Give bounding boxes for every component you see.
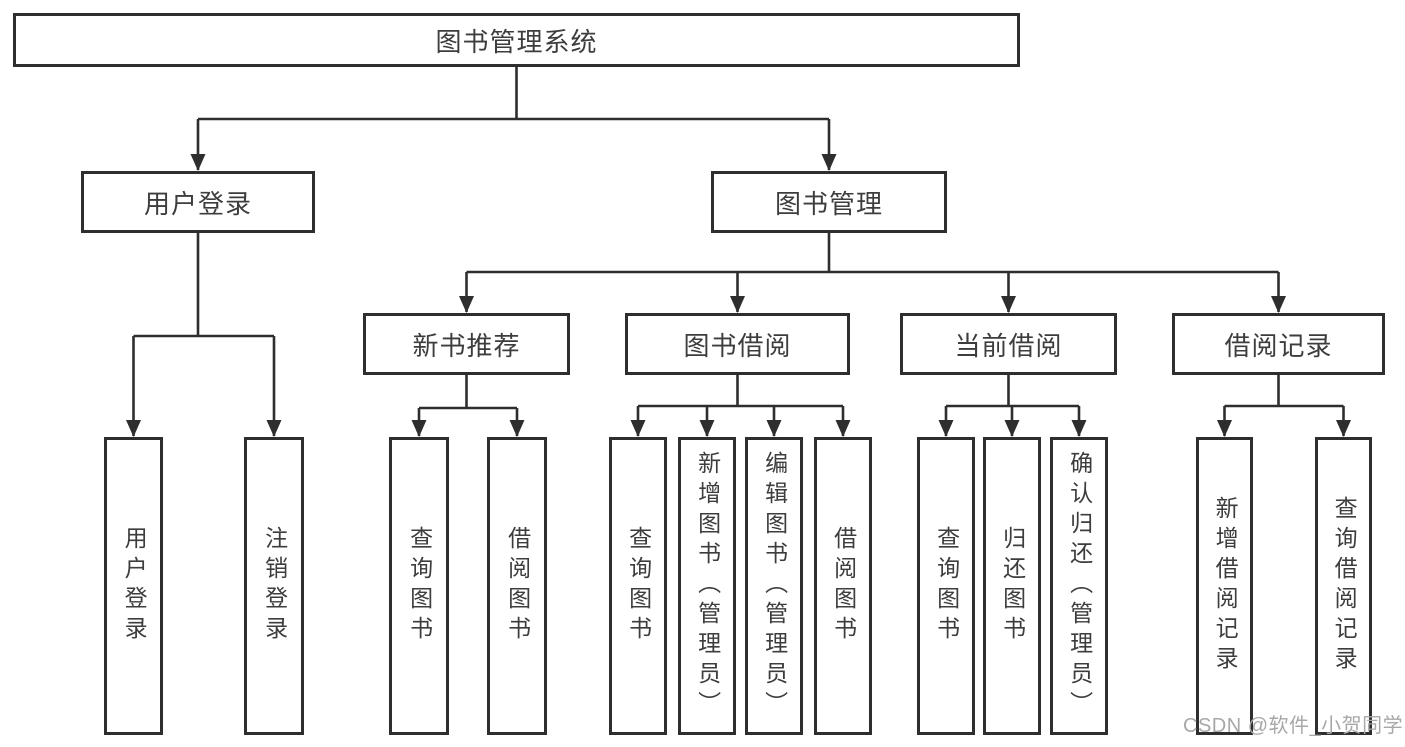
leaf-return-books-label: 归还图书 <box>999 526 1026 646</box>
connector-spines <box>133 67 1344 410</box>
leaf-return-books: 归还图书 <box>983 437 1041 735</box>
leaf-logout: 注销登录 <box>244 437 304 735</box>
node-new-book-recommend: 新书推荐 <box>363 313 570 375</box>
node-book-management-label: 图书管理 <box>774 188 883 219</box>
node-borrow-records-label: 借阅记录 <box>1224 330 1333 361</box>
leaf-borrow-books-borrow-label: 借阅图书 <box>830 526 857 646</box>
leaf-query-books-borrow: 查询图书 <box>609 437 667 735</box>
leaf-query-books-recommend-label: 查询图书 <box>406 526 433 646</box>
leaf-edit-book-admin: 编辑图书（管理员） <box>745 437 803 735</box>
leaf-query-borrow-record-label: 查询借阅记录 <box>1331 496 1358 676</box>
connector-arrows <box>126 119 1351 437</box>
leaf-edit-book-admin-label: 编辑图书（管理员） <box>761 451 788 721</box>
node-root: 图书管理系统 <box>13 13 1020 67</box>
leaf-borrow-books-recommend: 借阅图书 <box>487 437 547 735</box>
node-user-login: 用户登录 <box>81 171 315 233</box>
node-user-login-label: 用户登录 <box>143 188 252 219</box>
leaf-user-login: 用户登录 <box>104 437 163 735</box>
leaf-add-borrow-record: 新增借阅记录 <box>1196 437 1253 735</box>
node-book-management: 图书管理 <box>711 171 947 233</box>
leaf-user-login-label: 用户登录 <box>121 526 148 646</box>
leaf-borrow-books-borrow: 借阅图书 <box>814 437 872 735</box>
leaf-confirm-return-admin-label: 确认归还（管理员） <box>1066 451 1093 721</box>
leaf-logout-label: 注销登录 <box>261 526 288 646</box>
node-root-label: 图书管理系统 <box>435 26 598 57</box>
node-borrow-records: 借阅记录 <box>1172 313 1385 375</box>
leaf-query-books-current: 查询图书 <box>917 437 975 735</box>
watermark: CSDN @软件_小贺同学 <box>1183 715 1404 737</box>
leaf-add-borrow-record-label: 新增借阅记录 <box>1212 496 1239 676</box>
leaf-query-borrow-record: 查询借阅记录 <box>1315 437 1372 735</box>
leaf-borrow-books-recommend-label: 借阅图书 <box>504 526 531 646</box>
leaf-add-book-admin: 新增图书（管理员） <box>678 437 736 735</box>
node-current-borrow: 当前借阅 <box>900 313 1117 375</box>
leaf-query-books-recommend: 查询图书 <box>389 437 449 735</box>
node-new-book-recommend-label: 新书推荐 <box>412 330 521 361</box>
leaf-query-books-current-label: 查询图书 <box>933 526 960 646</box>
node-book-borrow-label: 图书借阅 <box>683 330 792 361</box>
leaf-confirm-return-admin: 确认归还（管理员） <box>1050 437 1108 735</box>
leaf-query-books-borrow-label: 查询图书 <box>625 526 652 646</box>
node-current-borrow-label: 当前借阅 <box>954 330 1063 361</box>
leaf-add-book-admin-label: 新增图书（管理员） <box>694 451 721 721</box>
node-book-borrow: 图书借阅 <box>625 313 850 375</box>
